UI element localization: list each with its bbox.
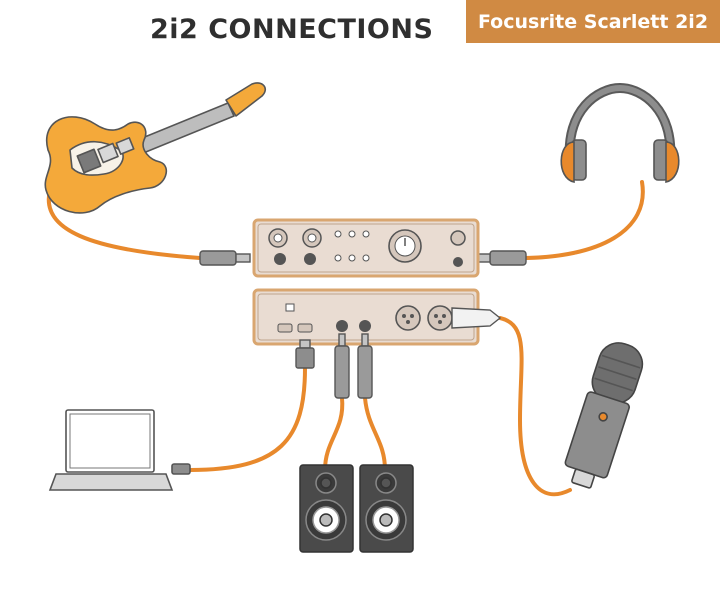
interface-front-panel [252, 218, 480, 278]
brand-badge: Focusrite Scarlett 2i2 [466, 0, 720, 43]
xlr-plug [451, 307, 502, 329]
cables [46, 180, 645, 497]
monitor-cable-left [323, 396, 345, 472]
page-title: 2i2 CONNECTIONS [150, 14, 434, 45]
microphone-icon [564, 342, 644, 489]
guitar-cable [46, 188, 202, 260]
monitor-left-icon [299, 464, 354, 553]
laptop-icon [48, 409, 191, 491]
usb-cable [188, 366, 307, 472]
guitar-jack-plug [199, 250, 251, 266]
monitor-right-icon [359, 464, 414, 553]
mic-cable [498, 316, 572, 497]
headphone-jack-plug [475, 250, 527, 266]
headphones-icon [560, 82, 680, 183]
guitar-icon [44, 82, 267, 214]
monitor-cable-right [363, 396, 387, 472]
headphone-cable [518, 180, 645, 260]
usb-plug [295, 339, 315, 369]
monitor-jack-plugs [334, 333, 373, 399]
